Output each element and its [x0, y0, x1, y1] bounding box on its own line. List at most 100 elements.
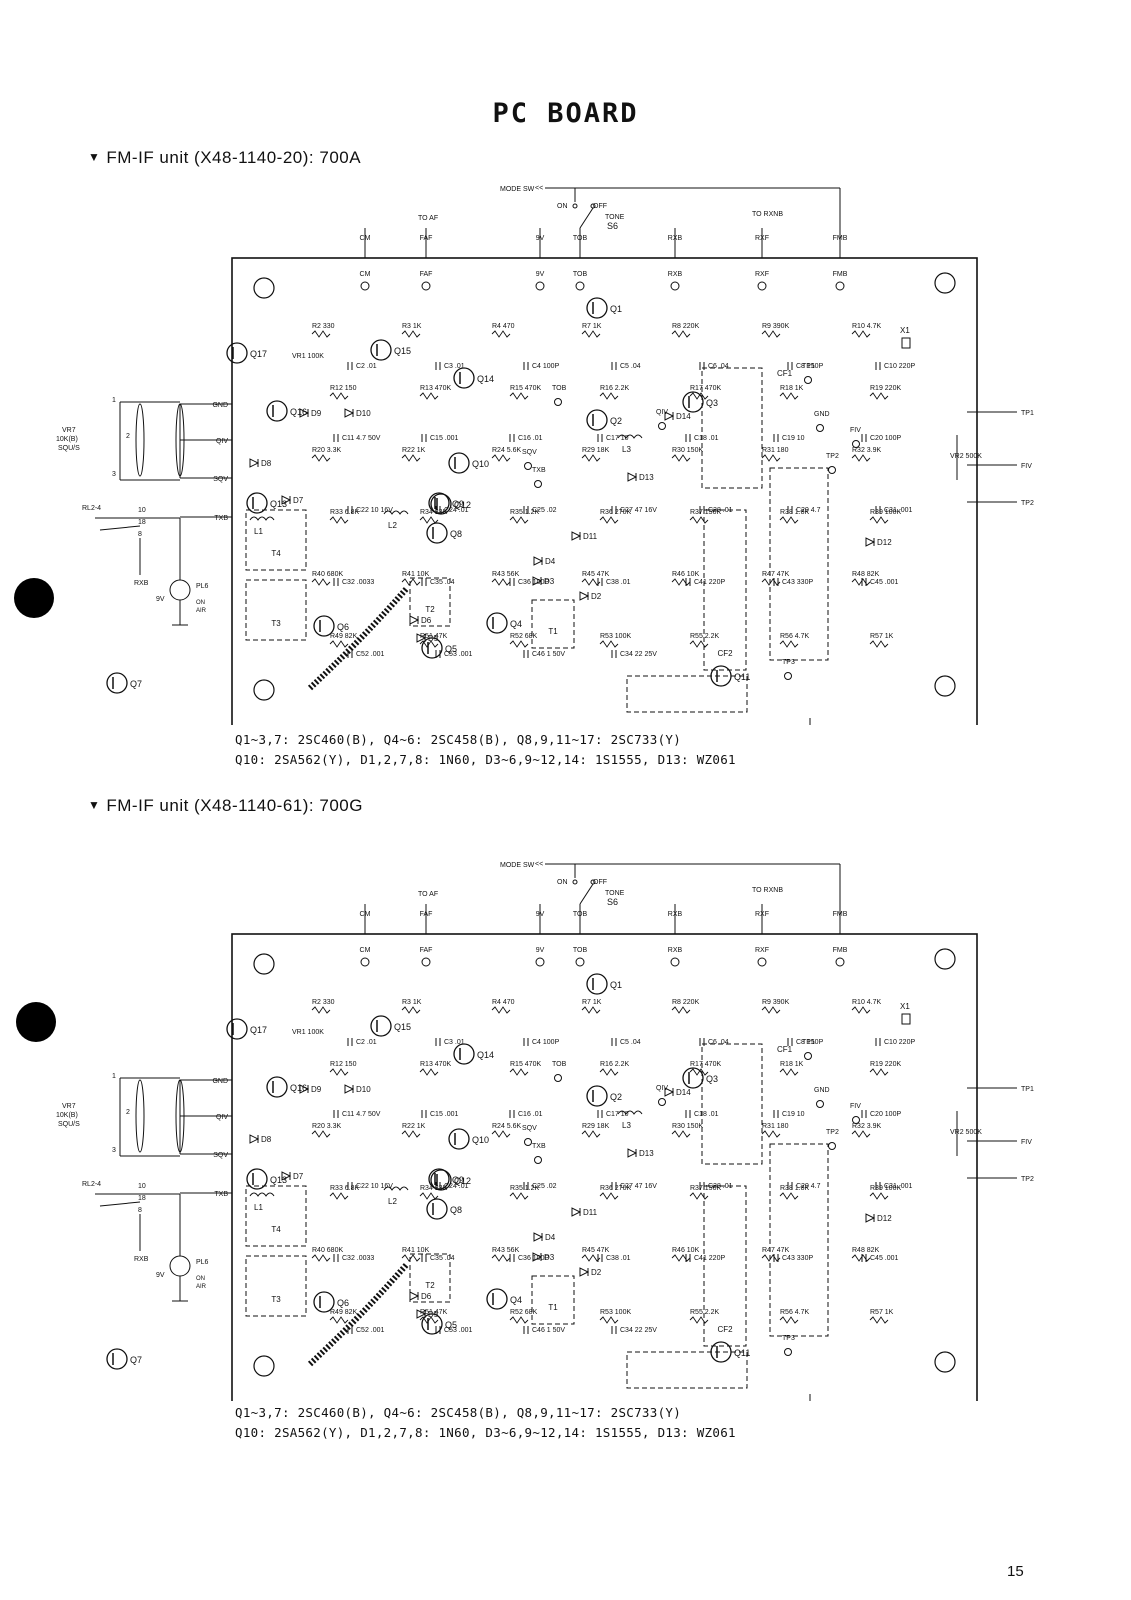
mounting-hole [934, 675, 956, 697]
module-outline [409, 577, 451, 627]
capacitor-label: C45 .001 [870, 579, 899, 586]
diode-symbol [344, 408, 355, 418]
transistor-label: Q2 [610, 1092, 622, 1102]
resistor-label: R45 47K [582, 1247, 610, 1254]
resistor-label: R35 1.2K [510, 509, 540, 516]
diode-label: D12 [877, 1214, 892, 1223]
right-terminal-label: FIV [1021, 463, 1032, 470]
pin-label: 3 [112, 1147, 116, 1154]
s6-label: S6 [607, 221, 618, 231]
coil-label: L2 [388, 1197, 397, 1206]
legend-line: Q10: 2SA562(Y), D1,2,7,8: 1N60, D3~6,9~1… [235, 752, 736, 767]
mounting-hole [253, 953, 275, 975]
relay-label: RL2-4 [82, 505, 101, 512]
top-terminal-label: 9V [536, 911, 545, 918]
right-terminal-label: TP2 [1021, 1176, 1034, 1183]
resistor-label: R41 10K [402, 1247, 430, 1254]
resistor-label: R22 1K [402, 447, 426, 454]
transistor-symbol [586, 1085, 608, 1107]
transistor-symbol [682, 1067, 704, 1089]
module-outline [531, 1275, 575, 1325]
diode-label: D11 [583, 532, 598, 541]
diode-symbol [532, 576, 543, 586]
resistor-label: R31 180 [762, 1123, 789, 1130]
diode-label: D14 [676, 1088, 691, 1097]
transistor-symbol [486, 612, 508, 634]
resistor-label: R46 10K [672, 1247, 700, 1254]
resistor-label: R52 68K [510, 1309, 538, 1316]
capacitor-label: C25 .02 [532, 1183, 557, 1190]
resistor-label: R29 18K [582, 447, 610, 454]
diode-label: D12 [877, 538, 892, 547]
transistor-symbol [426, 1198, 448, 1220]
resistor-label: R8 220K [672, 999, 700, 1006]
capacitor-label: C24 .01 [444, 507, 469, 514]
page-number: 15 [1007, 1563, 1024, 1580]
resistor-label: R57 1K [870, 1309, 894, 1316]
resistor-label: R35 1.2K [510, 1185, 540, 1192]
capacitor-label: C8 150P [796, 363, 824, 370]
unit-heading-700g: ▼FM-IF unit (X48-1140-61): 700G [88, 796, 363, 815]
module-label: T2 [425, 1281, 435, 1290]
pad-label: TXB [532, 467, 546, 474]
switch-on-label: ON [557, 203, 568, 210]
coil-label: L1 [254, 527, 263, 536]
module-label: CF2 [717, 1325, 733, 1334]
resistor-label: R51 47K [420, 633, 448, 640]
s6-label: S6 [607, 897, 618, 907]
diode-symbol [865, 1213, 876, 1223]
diode-symbol [416, 1309, 427, 1319]
board-pad-label: FMB [833, 947, 848, 954]
resistor-label: R38 1.8K [780, 509, 810, 516]
top-terminal-label: RXF [755, 235, 769, 242]
capacitor-label: C36 100P [518, 579, 549, 586]
transistor-symbol [370, 1015, 392, 1037]
capacitor-label: C45 .001 [870, 1255, 899, 1262]
to-af-label: TO AF [418, 891, 438, 898]
resistor-label: R19 220K [870, 385, 901, 392]
pcb-outline [231, 933, 978, 1401]
resistor-label: R19 220K [870, 1061, 901, 1068]
pad-label: FIV [850, 427, 861, 434]
top-terminal-label: TOB [573, 911, 588, 918]
diode-symbol [409, 1291, 420, 1301]
top-terminal-label: CM [360, 235, 371, 242]
diode-label: D13 [639, 473, 654, 482]
capacitor-label: C35 .04 [430, 1255, 455, 1262]
diode-label: D3 [544, 577, 555, 586]
transistor-label: Q17 [250, 1025, 267, 1035]
capacitor-label: C35 .04 [430, 579, 455, 586]
capacitor-label: C17 10 [606, 1111, 629, 1118]
diode-symbol [344, 1084, 355, 1094]
arrow-icon: << [535, 185, 543, 192]
resistor-label: R31 180 [762, 447, 789, 454]
mode-switch-label: MODE SW [500, 862, 535, 869]
capacitor-label: C19 10 [782, 435, 805, 442]
mounting-hole [934, 948, 956, 970]
board-pad-label: CM [360, 947, 371, 954]
transistor-symbol [710, 665, 732, 687]
capacitor-label: C15 .001 [430, 435, 459, 442]
capacitor-label: C20 100P [870, 1111, 901, 1118]
capacitor-label: C34 22 25V [620, 651, 657, 658]
capacitor-label: C53 .001 [444, 651, 473, 658]
diode-label: D6 [421, 616, 432, 625]
cf1-label: CF1 [777, 369, 793, 378]
pl6-label: PL6 [196, 1259, 209, 1266]
resistor-label: R2 330 [312, 323, 335, 330]
resistor-label: R4 470 [492, 323, 515, 330]
board-pad-label: RXB [668, 271, 683, 278]
diode-label: D9 [311, 1085, 322, 1094]
transistor-symbol [586, 297, 608, 319]
transistor-symbol [313, 615, 335, 637]
resistor-label: R30 150K [672, 1123, 703, 1130]
transistor-label: Q8 [450, 529, 462, 539]
arrow-icon: << [535, 861, 543, 868]
transistor-symbol [428, 492, 450, 514]
diode-symbol [579, 591, 590, 601]
transistor-symbol [428, 1168, 450, 1190]
capacitor-label: C43 330P [782, 579, 813, 586]
resistor-label: R33 6.8K [330, 509, 360, 516]
